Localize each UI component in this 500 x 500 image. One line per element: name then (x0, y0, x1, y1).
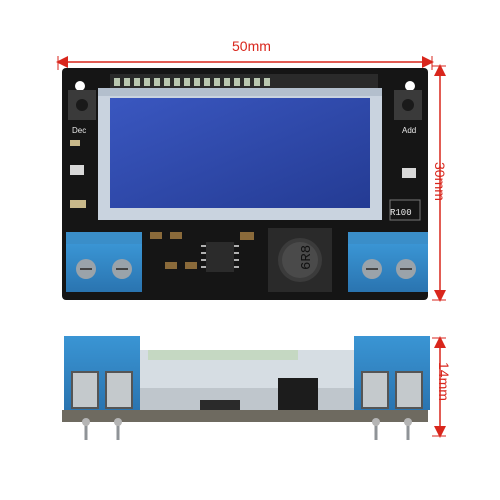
add-button-label: Add (402, 126, 416, 135)
dec-button-label: Dec (72, 126, 86, 135)
pcb-top-view: Dec Add R100 6R8 (62, 68, 428, 300)
mounting-hole (75, 81, 85, 91)
pcb-side-view (62, 336, 430, 440)
height-dimension-line (432, 64, 446, 302)
inductor-label: 6R8 (299, 245, 315, 270)
mounting-hole (405, 81, 415, 91)
width-dimension-label: 50mm (232, 38, 271, 54)
regulator-chip (206, 242, 234, 272)
lcd-screen (110, 98, 370, 208)
depth-dimension-line (432, 336, 446, 438)
width-dimension-line (56, 56, 434, 70)
output-terminal-block (348, 244, 428, 292)
resistor-label: R100 (390, 208, 412, 218)
